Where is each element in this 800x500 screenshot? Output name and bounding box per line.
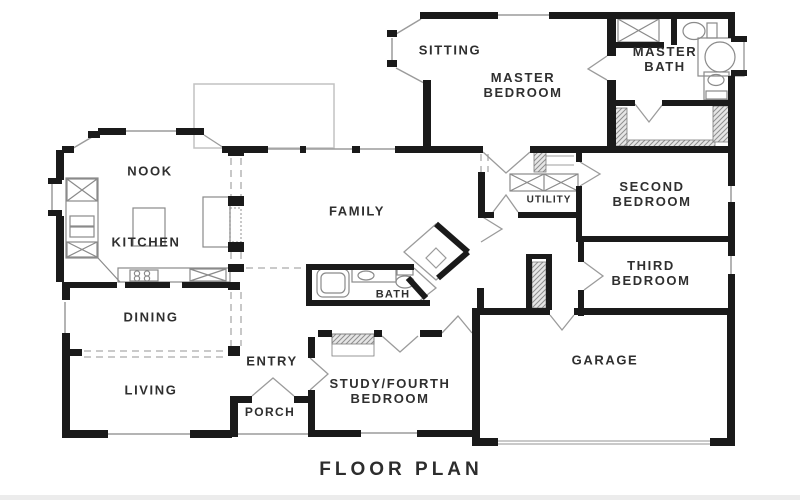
room-label-second-bedroom: SECOND BEDROOM [612,179,692,209]
hall-closet [533,151,547,173]
windows-and-outlines [51,14,732,435]
room-label-garage: GARAGE [571,352,639,368]
toilet [682,21,706,41]
room-label-master-bedroom: MASTER BEDROOM [483,70,563,100]
room-label-master-bath: MASTER BATH [632,44,698,74]
room-label-living: LIVING [124,382,178,398]
study-closet-hatch [331,333,375,345]
scan-edge-band [0,495,800,500]
room-label-entry: ENTRY [246,353,298,369]
kitchen-tall-cabinet [202,196,231,248]
room-label-bath: BATH [375,288,411,301]
study-closet-outline [331,333,375,357]
stairs-closet [531,261,547,309]
room-label-utility: UTILITY [526,194,572,206]
dashed-dividers [84,154,489,358]
door-swings [203,55,664,397]
kitchen-fixtures [65,177,231,283]
room-label-kitchen: KITCHEN [111,234,181,250]
room-label-porch: PORCH [244,405,296,420]
walls [48,12,747,446]
washer-dryer [509,173,579,192]
room-label-nook: NOOK [127,163,173,179]
stove [129,269,159,282]
patio-outline [193,83,335,149]
kitchen-counter-left [65,177,99,259]
room-label-dining: DINING [123,309,179,325]
room-label-family: FAMILY [328,203,386,219]
fireplace [403,221,470,301]
plan-title: FLOOR PLAN [319,459,483,480]
kitchen-sink [69,215,95,227]
kitchen-corner-counter [97,257,121,283]
garage-door-line [496,440,710,445]
closet-hatching [331,105,730,357]
room-label-sitting: SITTING [418,42,482,58]
room-label-third-bedroom: THIRD BEDROOM [611,258,691,288]
room-label-study: STUDY/FOURTH BEDROOM [329,376,451,406]
kitchen-counter-bottom [117,267,231,283]
kitchen-cabinet-x [66,178,98,202]
kitchen-island [132,207,166,247]
master-closet-right [712,105,730,143]
